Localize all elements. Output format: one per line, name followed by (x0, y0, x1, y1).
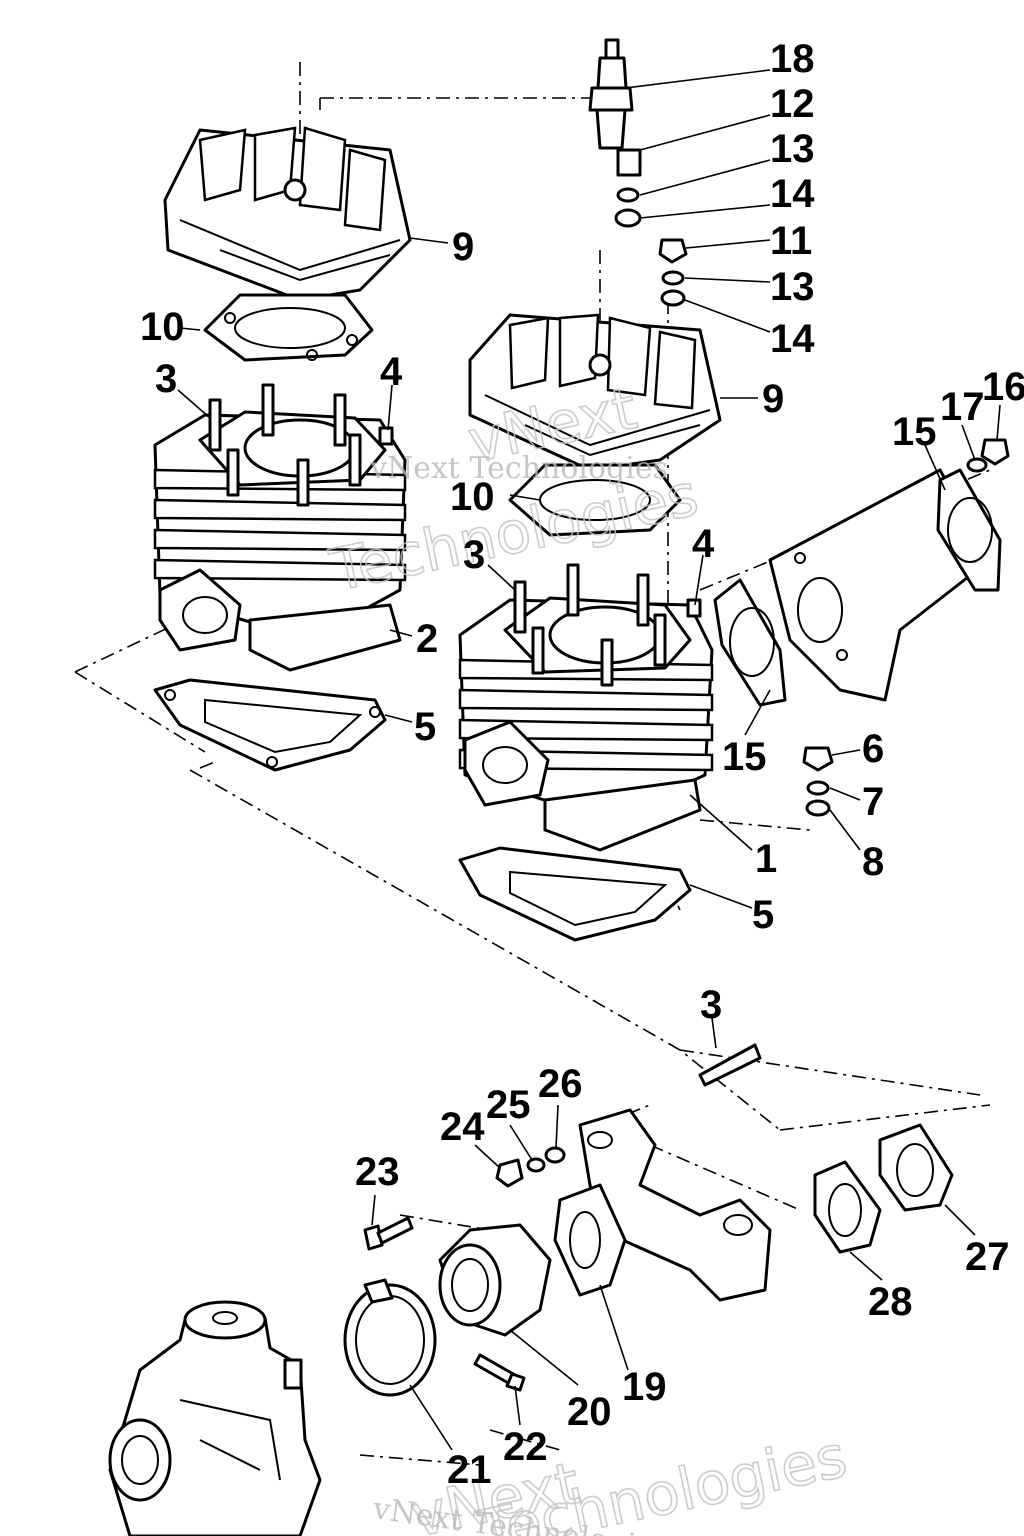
callout-23: 23 (355, 1150, 400, 1194)
left-cylinder-head (163, 126, 412, 302)
callout-numbers: 18 12 13 14 11 13 14 9 9 10 10 3 3 3 4 4… (140, 37, 1024, 1492)
callout-4-right: 4 (692, 522, 715, 566)
left-studs (208, 383, 394, 507)
intake-flange-28 (813, 1160, 882, 1254)
callout-9-right: 9 (762, 377, 784, 421)
spark-plug (588, 38, 634, 150)
callout-11: 11 (770, 219, 812, 263)
bolts (363, 1216, 526, 1392)
callout-19: 19 (622, 1365, 667, 1409)
callout-26: 26 (538, 1062, 583, 1106)
watermark-line-top: vNext Technologies (369, 451, 668, 486)
callout-24: 24 (440, 1105, 485, 1149)
callout-4-left: 4 (380, 350, 403, 394)
left-cylinder-block (153, 410, 407, 672)
callout-25: 25 (486, 1083, 531, 1127)
intake-flange-27 (878, 1123, 954, 1212)
callout-2: 2 (416, 617, 438, 661)
callout-14-mid: 14 (770, 317, 815, 361)
callout-10-left: 10 (140, 305, 185, 349)
intake-boot (438, 1223, 552, 1337)
right-cylinder-head (468, 313, 722, 472)
left-base-gasket (153, 678, 387, 772)
callout-22: 22 (503, 1425, 548, 1469)
right-cylinder-block (458, 596, 714, 852)
exhaust-gasket-rear (936, 468, 1002, 592)
callout-20: 20 (567, 1390, 612, 1434)
intake-flange-19 (553, 1183, 627, 1297)
callout-3-right: 3 (463, 533, 485, 577)
callout-9-left: 9 (452, 225, 474, 269)
top-hardware (614, 148, 688, 307)
callout-3-intake: 3 (700, 983, 722, 1027)
right-base-gasket (458, 846, 692, 942)
callout-3-left: 3 (155, 357, 177, 401)
callout-13-top: 13 (770, 127, 815, 171)
exhaust-hardware (802, 438, 1010, 817)
left-head-gasket (203, 293, 374, 362)
callout-18: 18 (770, 37, 815, 81)
callout-28: 28 (868, 1280, 913, 1324)
callout-14-top: 14 (770, 172, 815, 216)
callout-6: 6 (862, 727, 884, 771)
callout-8: 8 (862, 840, 884, 884)
intake-hardware (495, 1146, 566, 1188)
leader-lines (177, 69, 1001, 1451)
callout-1: 1 (755, 837, 777, 881)
callout-15-lower: 15 (722, 735, 767, 779)
callout-21: 21 (447, 1448, 492, 1492)
callout-13-mid: 13 (770, 265, 815, 309)
carburetor (108, 1300, 322, 1536)
callout-16: 16 (982, 365, 1024, 409)
callout-17: 17 (940, 385, 985, 429)
callout-12: 12 (770, 82, 815, 126)
callout-7: 7 (862, 780, 884, 824)
right-head-gasket (508, 463, 682, 537)
callout-15-upper: 15 (892, 410, 937, 454)
callout-27: 27 (965, 1235, 1010, 1279)
intake-stud (698, 1043, 762, 1087)
boot-clamp (343, 1278, 437, 1397)
callout-10-right: 10 (450, 475, 495, 519)
callout-5-right: 5 (752, 893, 774, 937)
exhaust-gasket-front (713, 578, 787, 707)
right-studs (513, 563, 702, 687)
callout-5-left: 5 (414, 705, 436, 749)
